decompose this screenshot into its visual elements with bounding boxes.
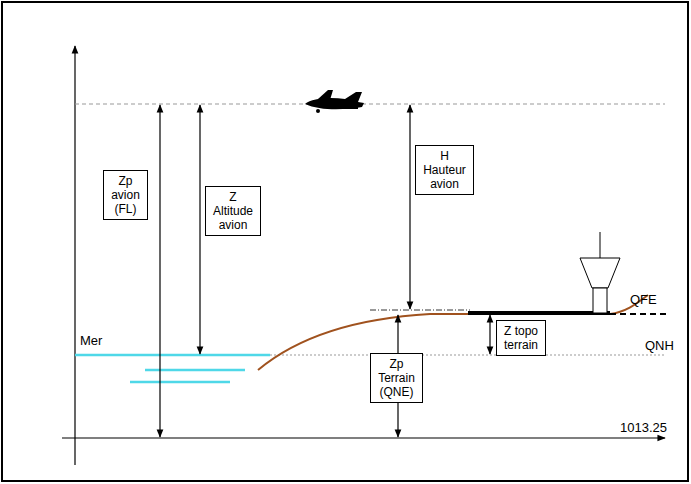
- reference-label: 1013.25: [620, 420, 667, 435]
- sea-line: [75, 354, 270, 357]
- box-text: Zp Terrain (QNE): [378, 357, 415, 399]
- horizontal-axis: [62, 437, 665, 438]
- value-box: Zp Terrain (QNE): [370, 353, 423, 403]
- vertical-axis: [74, 46, 75, 465]
- qfe-line: [610, 313, 668, 315]
- value-box: Zp avion (FL): [103, 170, 148, 220]
- reference-label: QNH: [645, 338, 674, 353]
- qnh-line: [270, 355, 665, 356]
- box-text: Z topo terrain: [504, 324, 538, 352]
- reference-label: Mer: [80, 333, 102, 348]
- box-text: Zp avion (FL): [111, 174, 140, 216]
- value-box: Z topo terrain: [496, 320, 546, 356]
- terrain-level-line: [370, 310, 470, 311]
- aircraft: [305, 90, 364, 113]
- dimension-arrows: [160, 105, 490, 437]
- value-box: H Hauteur avion: [415, 145, 474, 195]
- control-tower: [580, 232, 620, 313]
- aircraft-level-line: [75, 104, 665, 105]
- runway: [468, 311, 610, 315]
- box-text: H Hauteur avion: [423, 149, 466, 191]
- reference-label: QFE: [630, 292, 657, 307]
- box-text: Z Altitude avion: [213, 190, 253, 232]
- sea-line: [130, 381, 230, 384]
- terrain-profile: [258, 295, 648, 370]
- value-box: Z Altitude avion: [205, 186, 261, 236]
